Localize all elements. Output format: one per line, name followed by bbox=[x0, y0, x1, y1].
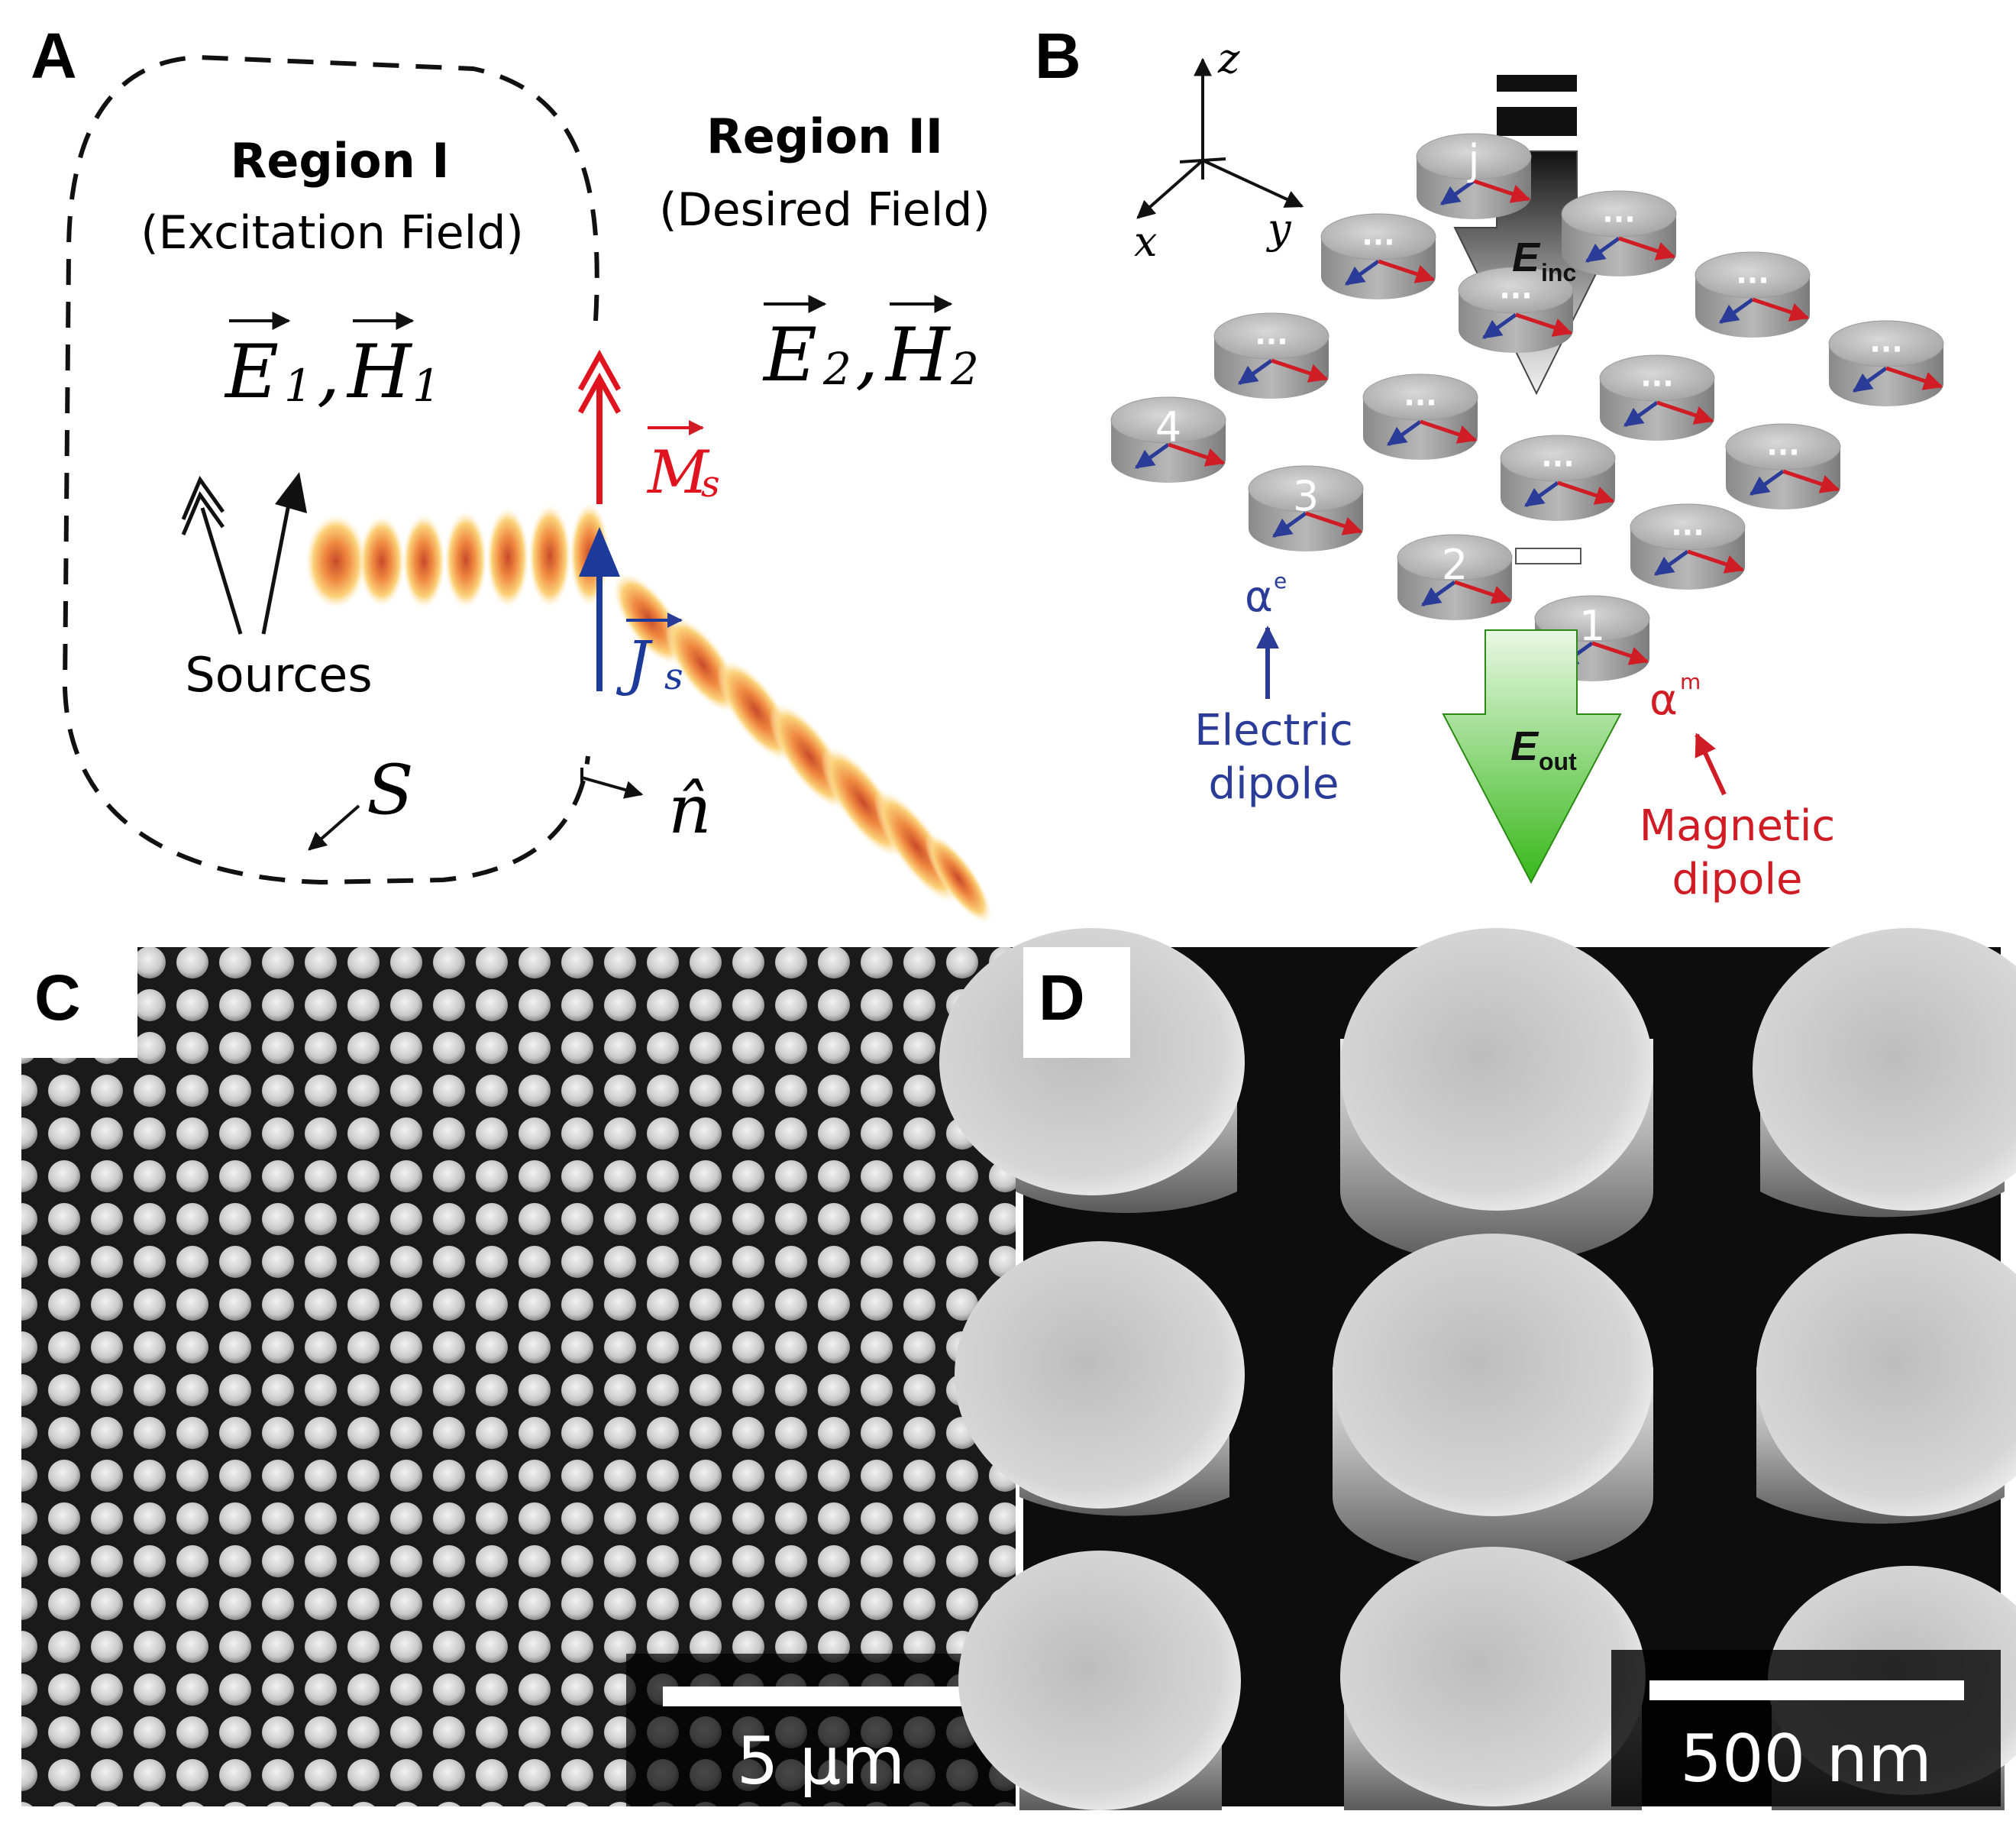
panel-c-scale-bar bbox=[663, 1687, 985, 1706]
ellipsis-mark: ··· bbox=[1869, 332, 1902, 366]
region-1-title: Region I bbox=[231, 133, 450, 189]
e-out-subscript: out bbox=[1539, 748, 1577, 775]
e1-symbol: E bbox=[224, 329, 279, 415]
coordinate-axes bbox=[1136, 57, 1304, 219]
panel-c-label-box bbox=[21, 947, 137, 1058]
panel-d-label-box bbox=[1023, 947, 1130, 1058]
desired-beam bbox=[612, 573, 993, 923]
output-bar bbox=[1515, 548, 1581, 564]
panel-d: D 500 nm bbox=[939, 928, 2016, 1810]
magnetic-dipole-label-line2: dipole bbox=[1672, 855, 1803, 904]
excitation-beam bbox=[305, 503, 609, 609]
axis-x-label: x bbox=[1134, 218, 1157, 266]
region-2-fields: E 2 , H 2 bbox=[762, 295, 979, 398]
electric-dipole-label-line1: Electric bbox=[1194, 706, 1353, 755]
axis-y-label: y bbox=[1266, 205, 1292, 253]
electric-current-symbol: J bbox=[615, 629, 653, 698]
panel-d-scale-bar bbox=[1649, 1680, 1964, 1700]
e2-symbol: E bbox=[762, 312, 817, 398]
output-field-arrow bbox=[1442, 629, 1622, 885]
e2-subscript: 2 bbox=[822, 343, 851, 395]
region-2-title: Region II bbox=[706, 108, 943, 164]
panel-d-scale-box bbox=[1611, 1650, 2001, 1806]
alpha-m-symbol: α bbox=[1649, 675, 1678, 725]
region-1-subtitle: (Excitation Field) bbox=[141, 206, 524, 260]
panel-b-label: B bbox=[1035, 20, 1081, 92]
e-inc-symbol: E bbox=[1512, 234, 1541, 280]
ellipsis-mark: ··· bbox=[1404, 386, 1436, 419]
h1-subscript: 1 bbox=[412, 360, 441, 412]
ellipsis-mark: ··· bbox=[1671, 516, 1704, 549]
magnetic-dipole-label-line1: Magnetic bbox=[1640, 801, 1835, 851]
ellipsis-marks: ··· ··· ··· ··· ··· ··· ··· ··· ··· ··· … bbox=[1255, 202, 1902, 549]
h2-subscript: 2 bbox=[950, 343, 979, 395]
axis-z-label: z bbox=[1217, 34, 1240, 82]
e-out-symbol: E bbox=[1510, 723, 1539, 769]
magnetic-current-arrow: M s bbox=[577, 349, 720, 507]
surface-boundary bbox=[62, 54, 599, 885]
alpha-e-symbol: α bbox=[1245, 572, 1273, 622]
normal-vector: n̂ bbox=[580, 768, 712, 849]
ellipsis-mark: ··· bbox=[1736, 264, 1769, 297]
electric-current-subscript: s bbox=[664, 655, 683, 698]
cylinder-label-2: 2 bbox=[1442, 541, 1468, 589]
region-1-separator: , bbox=[317, 329, 341, 415]
ellipsis-mark: ··· bbox=[1255, 325, 1287, 358]
ellipsis-mark: ··· bbox=[1602, 202, 1635, 236]
alpha-e-superscript: e bbox=[1274, 568, 1287, 593]
magnetic-dipole-pointer bbox=[1695, 733, 1727, 796]
ellipsis-mark: ··· bbox=[1362, 225, 1394, 259]
h1-symbol: H bbox=[346, 329, 413, 415]
region-2-subtitle: (Desired Field) bbox=[659, 183, 990, 237]
panel-c-scale-box bbox=[626, 1654, 1016, 1806]
panel-c: C 5 µm bbox=[21, 947, 1016, 1806]
ellipsis-mark: ··· bbox=[1499, 279, 1532, 312]
normal-symbol: n̂ bbox=[668, 770, 712, 849]
panel-a: A Region I (Excitation Field) Region II … bbox=[31, 20, 993, 923]
surface-label: S bbox=[367, 750, 414, 830]
cylinder-label-4: 4 bbox=[1155, 403, 1181, 451]
e1-subscript: 1 bbox=[284, 360, 312, 412]
ellipsis-mark: ··· bbox=[1541, 447, 1574, 480]
ellipsis-mark: ··· bbox=[1640, 367, 1673, 400]
panel-c-label: C bbox=[34, 962, 81, 1033]
cylinder-label-j: j bbox=[1467, 136, 1479, 184]
panel-b: B z x y bbox=[1035, 20, 1943, 904]
source-arrows bbox=[181, 472, 307, 635]
panel-d-scale-label: 500 nm bbox=[1680, 1721, 1932, 1797]
region-2-separator: , bbox=[855, 312, 879, 398]
panel-a-label: A bbox=[31, 20, 77, 92]
cylinder-label-3: 3 bbox=[1293, 472, 1319, 520]
alpha-m-superscript: m bbox=[1680, 669, 1701, 694]
electric-dipole-label-line2: dipole bbox=[1209, 759, 1339, 809]
panel-d-label: D bbox=[1039, 962, 1085, 1033]
surface-label-group: S bbox=[308, 750, 414, 851]
panel-c-scale-label: 5 µm bbox=[737, 1723, 906, 1800]
ellipsis-mark: ··· bbox=[1766, 435, 1799, 469]
sources-label: Sources bbox=[185, 647, 372, 703]
e-inc-subscript: inc bbox=[1541, 259, 1576, 286]
magnetic-current-symbol: M bbox=[646, 438, 710, 507]
cylinder-label-1: 1 bbox=[1579, 602, 1605, 650]
magnetic-current-subscript: s bbox=[701, 463, 720, 506]
region-1-fields: E 1 , H 1 bbox=[224, 312, 441, 415]
h2-symbol: H bbox=[884, 312, 951, 398]
